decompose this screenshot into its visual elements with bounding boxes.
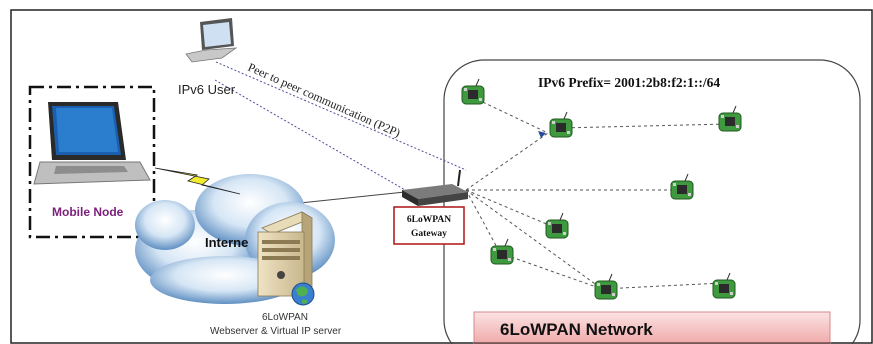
gateway-icon	[402, 169, 468, 206]
p2p-label: Peer to peer communication (P2P)	[246, 60, 403, 140]
server-icon	[257, 211, 313, 297]
network-region	[443, 59, 861, 344]
sensor-node-icon	[594, 273, 618, 300]
server-title: 6LoWPAN	[262, 312, 308, 323]
mobile-node-box	[28, 85, 156, 239]
sensor-node-icon	[712, 272, 736, 299]
outer-frame	[10, 9, 873, 344]
sensor-node-icon	[549, 111, 573, 138]
gateway-line1: 6LoWPAN	[407, 215, 451, 225]
network-banner-label: 6LoWPAN Network	[500, 320, 653, 339]
sensor-nodes	[461, 78, 742, 300]
globe-icon	[291, 282, 315, 306]
ipv6-user-label: IPv6 User	[178, 82, 236, 97]
sensor-node-icon	[670, 173, 694, 200]
p2p-link	[215, 61, 467, 171]
prefix-label: IPv6 Prefix= 2001:2b8:f2:1::/64	[538, 75, 720, 90]
sensor-node-icon	[545, 212, 569, 239]
server-subtitle: Webserver & Virtual IP server	[210, 326, 342, 337]
gateway-line2: Gateway	[411, 229, 447, 239]
sensor-node-icon	[461, 78, 485, 105]
sensor-node-icon	[718, 105, 742, 132]
mobile-node-label: Mobile Node	[52, 205, 124, 219]
internet-label: Interne	[205, 235, 248, 250]
network-banner	[473, 311, 831, 344]
user-laptop-icon	[185, 18, 238, 63]
laptop-icon	[33, 102, 151, 185]
gateway-label-box	[393, 206, 465, 245]
sensor-node-icon	[490, 238, 514, 265]
gateway-links	[465, 96, 729, 290]
p2p-link-2	[214, 79, 406, 191]
wireless-link-icon	[154, 167, 241, 195]
arrow-head	[538, 131, 546, 138]
internet-gateway-link	[299, 191, 406, 204]
